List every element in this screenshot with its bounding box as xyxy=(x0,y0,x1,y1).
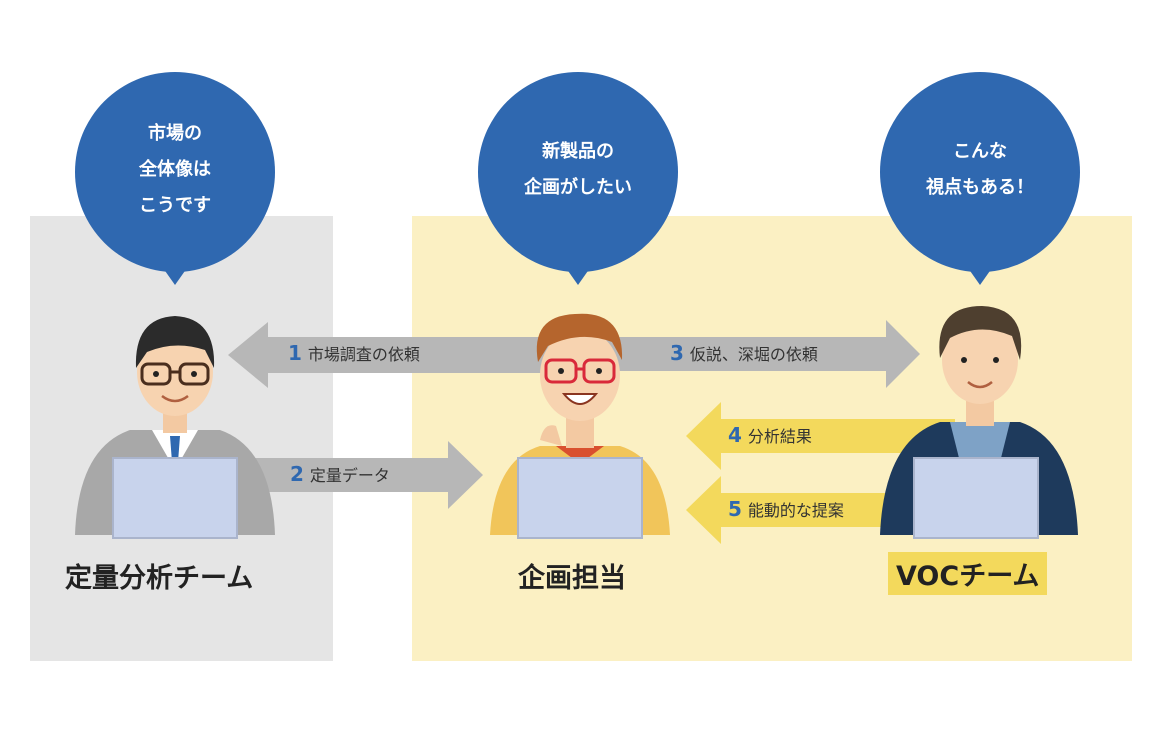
arrow-4-analysis-results xyxy=(686,402,955,470)
bubble-right-line-1: こんな xyxy=(953,141,1007,162)
step-3-number: 3 xyxy=(670,341,684,365)
bubble-center-text: 新製品の 企画がしたい xyxy=(478,134,678,206)
bubble-left xyxy=(75,72,275,285)
arrow-5-proposal xyxy=(686,476,900,544)
step-1-text: 市場調査の依頼 xyxy=(307,345,420,364)
step-4-label: 4 分析結果 xyxy=(728,423,812,447)
step-4-number: 4 xyxy=(728,423,742,447)
step-2-text: 定量データ xyxy=(309,466,390,485)
step-1-number: 1 xyxy=(288,341,302,365)
step-2-label: 2 定量データ xyxy=(290,462,390,486)
bubble-center-line-1: 新製品の xyxy=(542,141,614,162)
bubble-left-text: 市場の 全体像は こうです xyxy=(75,116,275,224)
arrow-3-hypothesis xyxy=(600,320,920,388)
bubble-left-line-1: 市場の xyxy=(148,123,202,144)
bubble-left-line-2: 全体像は xyxy=(139,159,211,180)
team-label-voc: VOCチーム xyxy=(888,552,1048,595)
step-1-label: 1 市場調査の依頼 xyxy=(288,341,420,365)
bubble-right xyxy=(880,72,1080,285)
bubble-right-text: こんな 視点もある！ xyxy=(880,134,1080,206)
team-label-planning: 企画担当 xyxy=(518,563,626,594)
step-2-number: 2 xyxy=(290,462,304,486)
step-4-text: 分析結果 xyxy=(747,427,812,446)
step-3-text: 仮説、深堀の依頼 xyxy=(689,345,818,364)
bubble-left-line-3: こうです xyxy=(139,195,211,216)
step-3-label: 3 仮説、深堀の依頼 xyxy=(670,341,818,365)
bubble-center xyxy=(478,72,678,285)
arrow-1-market-research xyxy=(228,322,560,388)
planner-person-icon xyxy=(490,313,670,539)
arrow-2-quant-data xyxy=(236,441,483,509)
step-5-number: 5 xyxy=(728,497,742,521)
step-5-text: 能動的な提案 xyxy=(747,501,844,520)
step-5-label: 5 能動的な提案 xyxy=(728,497,844,521)
bubble-right-line-2: 視点もある！ xyxy=(926,177,1034,198)
bubble-center-line-2: 企画がしたい xyxy=(524,177,632,198)
team-label-quant: 定量分析チーム xyxy=(65,563,254,594)
voc-person-icon xyxy=(880,306,1078,539)
analyst-person-icon xyxy=(75,316,275,539)
